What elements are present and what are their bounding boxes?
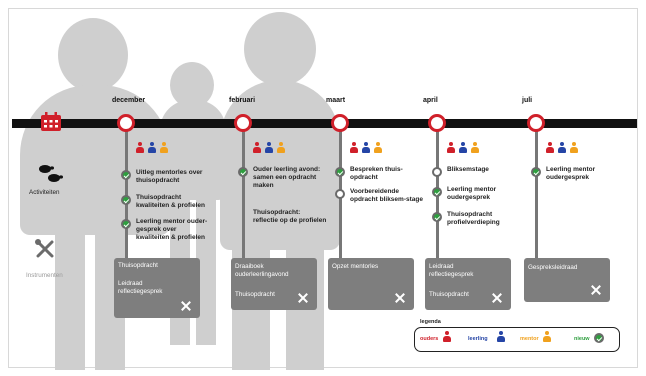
parent-icon [546, 142, 554, 153]
activity-item: Thuisopdracht: reflectie op de profielen [253, 209, 327, 224]
timeline-node-februari[interactable] [234, 114, 252, 132]
mentor-icon [160, 142, 168, 153]
mentor-icon [570, 142, 578, 153]
calendar-icon [40, 112, 62, 132]
month-label-december: december [112, 97, 146, 104]
legend-title: legenda [420, 319, 441, 325]
legend-label-nieuw: nieuw [574, 336, 590, 342]
legend-check-icon [593, 333, 604, 343]
tools-icon [180, 300, 192, 312]
activities-label: Activiteiten [29, 189, 60, 196]
legend-person-icon [497, 331, 506, 342]
instrument-item[interactable]: Thuisopdracht [429, 291, 469, 298]
parent-icon [253, 142, 261, 153]
check-circle-icon [432, 212, 442, 222]
student-icon [148, 142, 156, 153]
tools-icon [491, 292, 503, 304]
instrument-item[interactable]: Draaiboek ouderleerlingavond [235, 263, 289, 278]
tools-icon [297, 292, 309, 304]
activity-item: Bliksemstage [447, 166, 489, 173]
legend-label-ouders: ouders [420, 336, 439, 342]
month-label-maart: maart [326, 97, 346, 104]
activity-item: Ouder leerling avond: samen een opdracht… [253, 166, 321, 189]
check-circle-icon [335, 167, 345, 177]
student-icon [362, 142, 370, 153]
timeline-node-maart[interactable] [331, 114, 349, 132]
instrument-item[interactable]: Gespreksleidraad [528, 264, 578, 271]
month-label-juli: juli [522, 97, 533, 104]
parent-icon [136, 142, 144, 153]
instruments-label: Instrumenten [26, 272, 63, 279]
check-circle-icon [121, 195, 131, 205]
check-circle-icon [432, 187, 442, 197]
month-label-februari: februari [229, 97, 256, 104]
parent-icon [447, 142, 455, 153]
footsteps-icon [37, 163, 63, 185]
activity-item: Thuisopdracht profielverdieping [447, 211, 500, 226]
mentor-icon [471, 142, 479, 153]
instrument-item[interactable]: Leidraad reflectiegesprek [429, 263, 474, 278]
connector-line [534, 125, 538, 258]
mentor-icon [374, 142, 382, 153]
legend-person-icon [542, 331, 551, 342]
check-circle-icon [121, 219, 131, 229]
instrument-item[interactable]: Opzet mentorles [332, 263, 379, 270]
activity-item: Voorbereidende opdracht bliksem-stage [350, 188, 423, 203]
timeline-bar [12, 119, 637, 128]
student-icon [558, 142, 566, 153]
student-icon [459, 142, 467, 153]
month-label-april: april [423, 97, 438, 104]
timeline-node-december[interactable] [117, 114, 135, 132]
open-circle-icon [335, 189, 345, 199]
activity-item: Bespreken thuis-opdracht [350, 166, 403, 181]
instrument-box [425, 258, 511, 310]
instrument-item[interactable]: Thuisopdracht [235, 291, 275, 298]
connector-line [241, 125, 245, 258]
activity-item: Leerling mentor oudergesprek [546, 166, 596, 181]
connector-line [124, 125, 128, 258]
instrument-item[interactable]: Thuisopdracht [118, 262, 158, 269]
tools-icon [394, 292, 406, 304]
open-circle-icon [432, 167, 442, 177]
activity-item: Leerling mentor oudergesprek [447, 186, 497, 201]
instrument-item[interactable]: Leidraad reflectiegesprek [118, 280, 163, 295]
student-icon [265, 142, 273, 153]
check-circle-icon [531, 167, 541, 177]
tools-icon [590, 284, 602, 296]
mentor-icon [277, 142, 285, 153]
legend-label-mentor: mentor [520, 336, 539, 342]
instrument-box [328, 258, 414, 310]
legend-label-leerling: leerling [468, 336, 488, 342]
check-circle-icon [121, 170, 131, 180]
tools-icon-side [34, 238, 56, 260]
instrument-box [231, 258, 317, 310]
instrument-box [524, 258, 610, 302]
timeline-node-juli[interactable] [527, 114, 545, 132]
check-circle-icon [238, 167, 248, 177]
parent-icon [350, 142, 358, 153]
activity-item: Leerling mentor ouder-gesprek over kwali… [136, 218, 208, 241]
activity-item: Uitleg mentorles over thuisopdracht [136, 169, 203, 184]
activity-item: Thuisopdracht kwaliteiten & profielen [136, 194, 205, 209]
legend-person-icon [442, 331, 451, 342]
timeline-node-april[interactable] [428, 114, 446, 132]
